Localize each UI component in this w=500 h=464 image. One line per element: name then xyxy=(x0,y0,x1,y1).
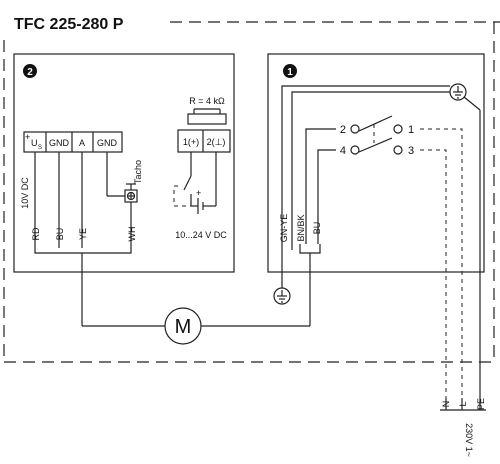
motor-symbol xyxy=(82,307,310,345)
terminal-a: A xyxy=(79,138,85,148)
supply-pe: PE xyxy=(476,398,486,410)
rotary-switch xyxy=(350,115,403,155)
contact-3: 3 xyxy=(408,145,414,157)
marker-1-badge xyxy=(283,64,297,78)
wire-wh: WH xyxy=(127,227,137,242)
controller-box xyxy=(13,53,235,273)
contact-4: 4 xyxy=(340,145,346,157)
switch-wiring xyxy=(281,128,463,398)
control-voltage-label: 10...24 V DC xyxy=(175,230,227,240)
terminal-gnd-2: GND xyxy=(97,138,118,148)
wire-bu: BU xyxy=(55,228,65,241)
outer-enclosure xyxy=(3,21,500,363)
supply-voltage: 230V 1~ xyxy=(464,423,474,457)
earth-wiring xyxy=(281,85,481,394)
diagram-title: TFC 225-280 P xyxy=(14,16,124,33)
input-terminal-1: 1(+) xyxy=(183,137,199,147)
terminal-gnd-1: GND xyxy=(49,138,70,148)
marker-2-label: 2 xyxy=(27,67,33,78)
resistor-label: R = 4 kΩ xyxy=(189,96,225,106)
switch-box xyxy=(267,53,485,273)
wire-gn-ye: GN-YE xyxy=(279,214,289,243)
wire-bn-bk: BN/BK xyxy=(296,214,306,241)
external-control-circuit xyxy=(173,152,217,214)
input-terminal-block: 1(+) 2(⊥) xyxy=(177,129,231,153)
motor-earth-icon xyxy=(273,287,291,305)
contact-1: 1 xyxy=(408,124,414,136)
resistor-icon xyxy=(187,108,227,125)
tacho-sensor-icon xyxy=(124,183,138,203)
contact-2: 2 xyxy=(340,124,346,136)
terminal-us-sub: S xyxy=(38,145,42,151)
marker-2-badge xyxy=(23,64,37,78)
marker-1-label: 1 xyxy=(287,67,293,78)
input-terminal-2: 2(⊥) xyxy=(207,137,226,147)
wire-bu-switch: BU xyxy=(312,222,322,235)
battery-plus: + xyxy=(196,188,201,198)
wire-rd: RD xyxy=(31,227,41,240)
supply-lines xyxy=(440,394,486,411)
controller-wires xyxy=(34,152,132,326)
supply-l: L xyxy=(458,401,468,406)
terminal-us-plus: + xyxy=(25,132,30,142)
earth-terminal-icon xyxy=(449,83,467,101)
tacho-label: Tacho xyxy=(133,160,143,184)
voltage-10v-dc: 10V DC xyxy=(20,177,30,209)
terminal-us: U xyxy=(31,138,38,148)
supply-n: N xyxy=(441,401,451,408)
motor-label: M xyxy=(175,316,192,338)
wire-ye: YE xyxy=(78,228,88,240)
controller-terminal-block: + U S GND A GND xyxy=(23,131,123,153)
